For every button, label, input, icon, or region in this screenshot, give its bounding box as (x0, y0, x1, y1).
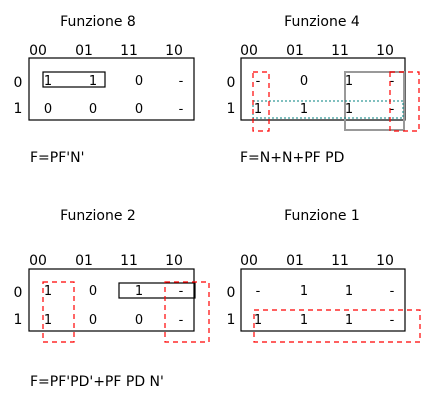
row-header-0: 0 (227, 285, 236, 301)
map-title: Funzione 4 (284, 14, 360, 30)
map-formula: F=PF'N' (30, 150, 84, 166)
cell-r0-c2: 0 (135, 74, 143, 89)
col-header-01: 01 (75, 253, 93, 269)
map-funzione-1: Funzione 1 00 01 11 10 0 1 - 1 1 - 1 1 1… (227, 208, 421, 343)
map-frame (240, 268, 406, 332)
map-title: Funzione 2 (60, 208, 136, 224)
row-header-1: 1 (14, 312, 23, 328)
row-header-1: 1 (227, 101, 236, 117)
group-dashed-right (164, 281, 210, 343)
row-header-0: 0 (14, 285, 23, 301)
col-header-00: 00 (240, 253, 258, 269)
col-header-01: 01 (75, 43, 93, 59)
cell-r1-c1: 0 (89, 102, 97, 117)
cell-r1-c1: 0 (89, 313, 97, 328)
cell-r0-c0: 1 (44, 74, 52, 89)
map-title: Funzione 8 (60, 14, 136, 30)
cell-r0-c1: 0 (89, 284, 97, 299)
map-frame (28, 268, 195, 332)
cell-r0-c3: - (179, 284, 184, 299)
map-formula: F=N+N+PF PD (240, 150, 344, 166)
cell-r0-c2: 1 (135, 284, 143, 299)
cell-r0-c3: - (390, 284, 395, 299)
cell-r1-c0: 1 (44, 313, 52, 328)
map-title: Funzione 1 (284, 208, 360, 224)
map-formula: F=PF'PD'+PF PD N' (30, 374, 164, 390)
cell-r0-c3: - (390, 74, 395, 89)
row-header-0: 0 (227, 75, 236, 91)
cell-r1-c3: - (390, 102, 395, 117)
col-header-11: 11 (120, 43, 138, 59)
cell-r0-c3: - (179, 74, 184, 89)
group-teal-row (252, 100, 404, 119)
map-frame (28, 57, 195, 121)
map-funzione-8: Funzione 8 00 01 11 10 0 1 1 1 0 - 0 0 0… (14, 14, 195, 166)
col-header-11: 11 (331, 253, 349, 269)
row-header-1: 1 (14, 101, 23, 117)
map-funzione-4: Funzione 4 00 01 11 10 0 1 - 0 1 - 1 1 1… (227, 14, 420, 166)
map-frame (240, 57, 406, 121)
cell-r1-c0: 1 (254, 102, 262, 117)
cell-r1-c2: 0 (135, 102, 143, 117)
cell-r1-c1: 1 (300, 313, 308, 328)
cell-r1-c3: - (179, 313, 184, 328)
cell-r0-c2: 1 (345, 284, 353, 299)
group-loop (118, 282, 196, 299)
cell-r0-c2: 1 (345, 74, 353, 89)
row-header-0: 0 (14, 75, 23, 91)
group-dashed-row (253, 309, 421, 343)
col-header-10: 10 (376, 43, 394, 59)
cell-r1-c1: 1 (300, 102, 308, 117)
cell-r0-c1: 0 (300, 74, 308, 89)
cell-r1-c3: - (179, 102, 184, 117)
col-header-11: 11 (120, 253, 138, 269)
cell-r1-c2: 0 (135, 313, 143, 328)
col-header-10: 10 (376, 253, 394, 269)
cell-r1-c0: 0 (44, 102, 52, 117)
col-header-01: 01 (286, 253, 304, 269)
cell-r0-c0: 1 (44, 284, 52, 299)
cell-r0-c0: - (256, 284, 261, 299)
col-header-01: 01 (286, 43, 304, 59)
cell-r0-c1: 1 (300, 284, 308, 299)
group-loop (42, 71, 106, 88)
cell-r0-c1: 1 (89, 74, 97, 89)
col-header-10: 10 (165, 43, 183, 59)
col-header-00: 00 (29, 253, 47, 269)
cell-r0-c0: - (256, 74, 261, 89)
cell-r1-c2: 1 (345, 313, 353, 328)
col-header-00: 00 (240, 43, 258, 59)
group-dashed-left (252, 71, 270, 132)
row-header-1: 1 (227, 312, 236, 328)
col-header-11: 11 (331, 43, 349, 59)
group-dashed-right (389, 71, 420, 132)
col-header-00: 00 (29, 43, 47, 59)
cell-r1-c2: 1 (345, 102, 353, 117)
cell-r1-c3: - (390, 313, 395, 328)
col-header-10: 10 (165, 253, 183, 269)
cell-r1-c0: 1 (254, 313, 262, 328)
map-funzione-2: Funzione 2 00 01 11 10 0 1 1 0 1 - 1 0 0… (14, 208, 210, 390)
